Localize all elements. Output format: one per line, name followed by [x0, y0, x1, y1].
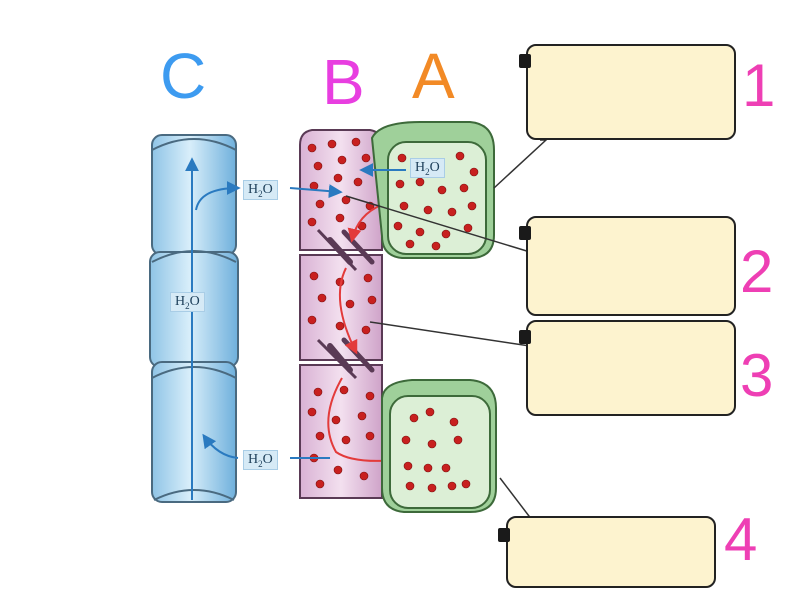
box-2-tab	[519, 226, 531, 240]
source-cell	[359, 121, 495, 259]
number-3: 3	[740, 342, 774, 409]
water-label-h: H	[248, 182, 259, 197]
answer-box-2[interactable]	[526, 216, 736, 316]
answer-box-4[interactable]	[506, 516, 716, 588]
box-4-tab	[498, 528, 510, 542]
letter-a: A	[412, 40, 455, 112]
phloem-sieve-tube	[299, 129, 417, 499]
water-label-2: 2	[425, 166, 430, 177]
letter-b: B	[322, 46, 365, 118]
box-1-tab	[519, 54, 531, 68]
water-label-top-left: H2O	[243, 180, 278, 200]
answer-box-3[interactable]	[526, 320, 736, 416]
water-label-2: 2	[258, 458, 263, 469]
number-2: 2	[740, 238, 774, 305]
leader-lines	[345, 139, 548, 521]
sink-cell	[381, 379, 497, 513]
letter-c: C	[160, 40, 207, 112]
xylem-vessel	[149, 134, 241, 503]
box-3-tab	[519, 330, 531, 344]
water-label-h: H	[175, 294, 186, 309]
water-label-2: 2	[185, 300, 190, 311]
water-label-o: O	[189, 294, 200, 309]
water-label-h: H	[415, 160, 426, 175]
water-label-xylem: H2O	[170, 292, 205, 312]
water-label-o: O	[429, 160, 440, 175]
water-label-bottom: H2O	[243, 450, 278, 470]
answer-box-1[interactable]	[526, 44, 736, 140]
water-label-source: H2O	[410, 158, 445, 178]
number-1: 1	[742, 52, 776, 119]
number-4: 4	[724, 506, 758, 573]
water-label-o: O	[262, 452, 273, 467]
water-label-h: H	[248, 452, 259, 467]
water-label-o: O	[262, 182, 273, 197]
water-label-2: 2	[258, 188, 263, 199]
